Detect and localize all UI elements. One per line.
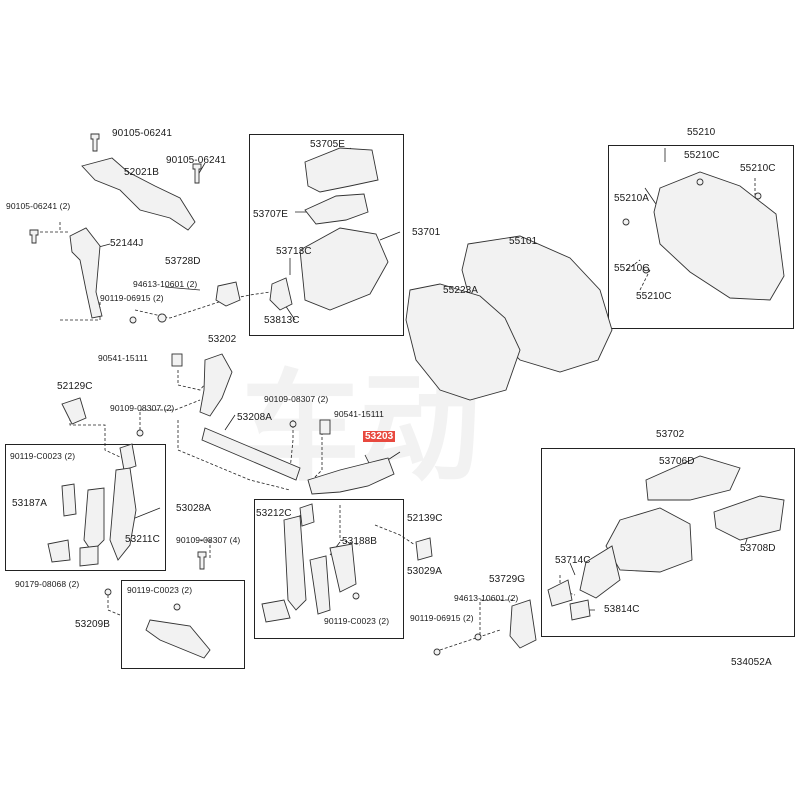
label-53188b: 53188B — [342, 536, 378, 547]
label-90119-06915-left: 90119-06915 (2) — [100, 293, 164, 303]
label-53813c: 53813C — [264, 315, 300, 326]
label-90119-06915-right: 90119-06915 (2) — [410, 613, 474, 623]
label-90105-06241-top: 90105-06241 — [112, 128, 173, 139]
label-90541-15111-right: 90541-15111 — [334, 409, 384, 419]
label-53208a: 53208A — [237, 412, 273, 423]
label-90119-c0023-a: 90119-C0023 (2) — [10, 451, 76, 461]
label-53702: 53702 — [656, 429, 685, 440]
group-box-53702 — [541, 448, 795, 637]
label-53212c: 53212C — [256, 508, 292, 519]
group-box-53028a — [5, 444, 166, 571]
label-94613-10601-left: 94613-10601 (2) — [133, 279, 198, 289]
label-94613-10601-right: 94613-10601 (2) — [454, 593, 519, 603]
label-53708d: 53708D — [740, 543, 776, 554]
label-55210c-top: 55210C — [684, 150, 720, 161]
label-53713c: 53713C — [276, 246, 312, 257]
label-90109-08307-a: 90109-08307 (2) — [110, 403, 175, 413]
label-90541-15111-left: 90541-15111 — [98, 353, 148, 363]
label-53203-highlighted[interactable]: 53203 — [363, 431, 396, 442]
label-53187a: 53187A — [12, 498, 48, 509]
label-53209b: 53209B — [75, 619, 111, 630]
label-53728d: 53728D — [165, 256, 201, 267]
group-box-53701 — [249, 134, 404, 336]
label-53701: 53701 — [412, 227, 441, 238]
label-53714c: 53714C — [555, 555, 591, 566]
label-55210c-bottom: 55210C — [636, 291, 672, 302]
label-53705e: 53705E — [310, 139, 346, 150]
diagram-code: 534052A — [731, 657, 772, 668]
label-55210: 55210 — [687, 127, 716, 138]
label-53211c: 53211C — [125, 534, 160, 545]
group-box-53209b — [121, 580, 245, 669]
label-90179-08068: 90179-08068 (2) — [15, 579, 80, 589]
label-53202: 53202 — [208, 334, 237, 345]
label-52021b: 52021B — [124, 167, 160, 178]
group-box-55210 — [608, 145, 794, 329]
label-55210c-right: 55210C — [740, 163, 776, 174]
label-52129c: 52129C — [57, 381, 93, 392]
label-90109-08307-b: 90109-08307 (2) — [264, 394, 329, 404]
label-53029a: 53029A — [407, 566, 443, 577]
group-box-53029a — [254, 499, 404, 639]
label-53729g: 53729G — [489, 574, 526, 585]
label-53706d: 53706D — [659, 456, 695, 467]
label-53707e: 53707E — [253, 209, 289, 220]
label-53814c: 53814C — [604, 604, 640, 615]
label-52144j: 52144J — [110, 238, 144, 249]
label-90119-c0023-c: 90119-C0023 (2) — [127, 585, 193, 595]
label-55101: 55101 — [509, 236, 538, 247]
label-90105-06241-mid: 90105-06241 — [166, 155, 227, 166]
label-90119-c0023-b: 90119-C0023 (2) — [324, 616, 390, 626]
label-55210a: 55210A — [614, 193, 650, 204]
label-90105-06241-2: 90105-06241 (2) — [6, 201, 71, 211]
label-53028a: 53028A — [176, 503, 212, 514]
label-90109-08307-4: 90109-08307 (4) — [176, 535, 241, 545]
label-52139c: 52139C — [407, 513, 443, 524]
label-55223a: 55223A — [443, 285, 479, 296]
label-55210c-left: 55210C — [614, 263, 650, 274]
